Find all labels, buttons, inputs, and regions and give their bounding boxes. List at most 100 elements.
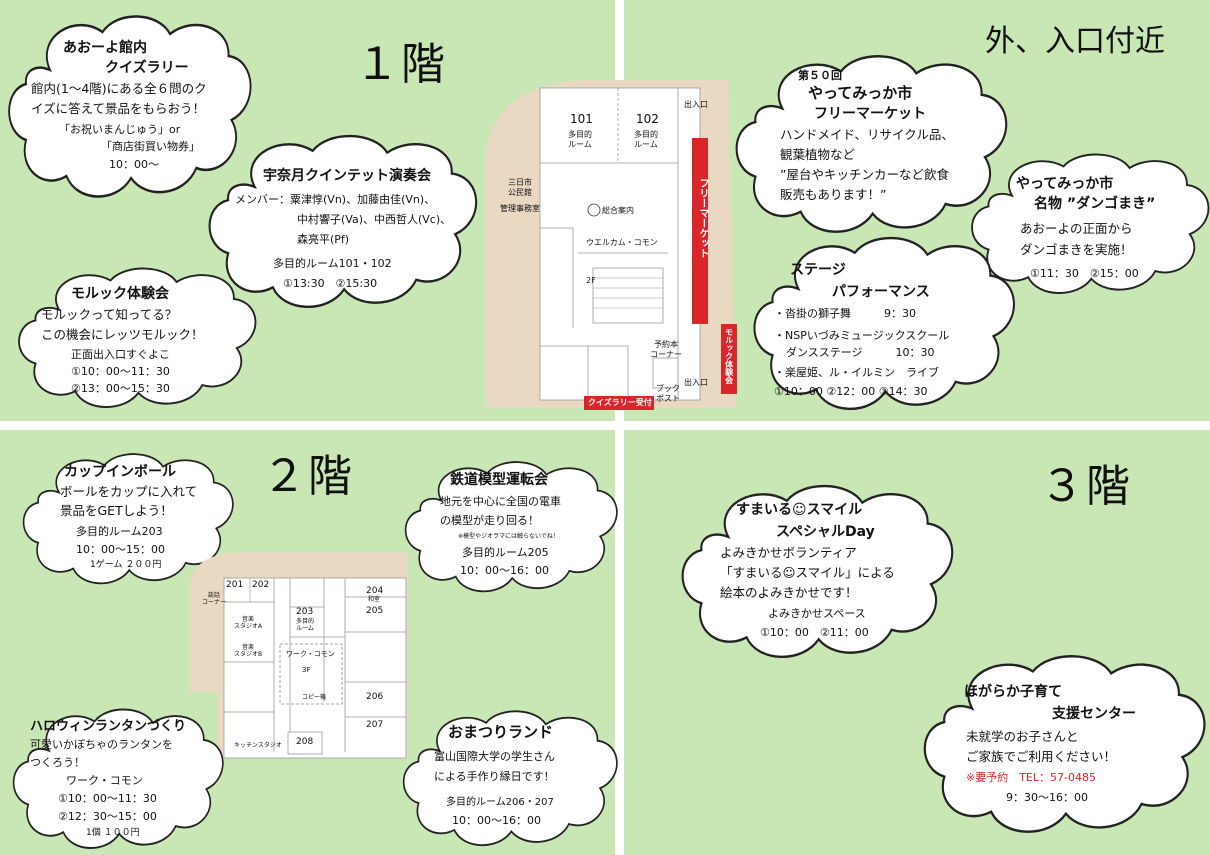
room-204: 204 — [366, 586, 384, 596]
quintet-place: 多目的ルーム101・102 — [273, 257, 392, 270]
outside-title: 外、入口付近 — [985, 24, 1165, 59]
train-place: 多目的ルーム205 — [462, 546, 549, 559]
stage-item3: ・楽屋姫、ル・イルミン ライブ — [774, 366, 939, 379]
lantern-line1: 可愛いかぼちゃのランタンを — [30, 738, 173, 751]
cupball-bubble: カップインボール ボールをカップに入れて 景品をGETしよう！ 多目的ルーム20… — [20, 448, 234, 588]
room-208: 208 — [296, 737, 314, 747]
floor2-map: 201 202 203 多目的 ルーム 204 和室 205 206 207 2… — [190, 552, 412, 760]
market-edition: 第５０回 — [798, 69, 842, 82]
market-title1: やってみっか市 — [808, 84, 913, 102]
quiz-line2: イズに答えて景品をもらおう！ — [31, 101, 206, 116]
dango-bubble: やってみっか市 名物 ”ダンゴまき” あおーよの正面から ダンゴまきを実施！ ①… — [968, 148, 1210, 298]
smile-line3: 絵本のよみきかせです！ — [720, 585, 858, 600]
room-201: 201 — [226, 580, 244, 590]
room-206: 206 — [366, 692, 384, 702]
molluck-line2: この機会にレッツモルック！ — [41, 327, 204, 342]
lantern-bubble: ハロウィンランタンづくり 可愛いかぼちゃのランタンを つくろう！ ワーク・コモン… — [10, 703, 224, 853]
molluck-line1: モルックって知ってる？ — [41, 307, 178, 322]
quiz-desk-label: クイズラリー受付 — [588, 398, 652, 407]
smile-line2: 「すまいる☺スマイル」による — [720, 565, 895, 580]
stage-title2: パフォーマンス — [832, 284, 930, 300]
molluck-time1: ①10：00〜11：30 — [71, 365, 170, 378]
music-studio-a: 音楽 スタジオA — [234, 616, 263, 631]
flea-market-label: フリーマーケット — [697, 178, 708, 258]
lantern-time2: ②12：30〜15：00 — [58, 810, 157, 823]
reserve-corner: 予約本 コーナー — [650, 340, 682, 359]
market-line3: ”屋台やキッチンカーなど飲食 — [780, 167, 949, 182]
welcome-common: ウエルカム・コモン — [586, 238, 658, 247]
train-note: ※模型やジオラマには触らないでね！ — [458, 533, 559, 540]
support-title1: ほがらか子育て — [964, 684, 1062, 700]
molluck-label: モルック体験会 — [724, 328, 734, 384]
lantern-place: ワーク・コモン — [66, 774, 143, 787]
room-202: 202 — [252, 580, 270, 590]
music-studio-b: 音楽 スタジオB — [234, 644, 263, 659]
quintet-bubble: 宇奈月クインテット演奏会 メンバー：粟津惇(Vn)、加藤由佳(Vn)、 中村響子… — [205, 128, 478, 313]
quintet-time: ①13:30 ②15:30 — [283, 277, 378, 290]
quiz-title1: あおーよ館内 — [63, 40, 147, 56]
room-101: 101 — [570, 112, 593, 126]
quiz-line3: 「お祝いまんじゅう」or — [59, 123, 181, 136]
lantern-title: ハロウィンランタンづくり — [30, 719, 187, 734]
entrance-top: 出入口 — [684, 100, 708, 109]
festival-time: 10：00〜16：00 — [452, 814, 541, 827]
festival-line1: 富山国際大学の学生さん — [434, 750, 555, 763]
admin-office: 管理事務室 — [500, 204, 540, 213]
quiz-rally-bubble: あおーよ館内 クイズラリー 館内(1〜4階)にある全６問のク イズに答えて景品を… — [5, 8, 252, 203]
kitchen-studio: キッチンスタジオ — [234, 742, 282, 749]
cupball-line1: ボールをカップに入れて — [60, 484, 198, 499]
quiz-time: 10：00〜 — [109, 158, 159, 171]
floor3-title: ３階 — [1040, 461, 1132, 512]
train-bubble: 鉄道模型運転会 地元を中心に全国の電車 の模型が走り回る！ ※模型やジオラマには… — [402, 456, 618, 596]
support-note: ※要予約 TEL：57-0485 — [966, 771, 1096, 784]
book-post: ブック ポスト — [656, 384, 680, 403]
cupball-price: 1ゲーム ２００円 — [90, 560, 162, 570]
copy-machine: コピー機 — [302, 694, 327, 701]
floor1-title: １階 — [355, 39, 447, 90]
train-line2: の模型が走り回る！ — [440, 514, 539, 527]
stage-item1: ・沓掛の獅子舞 9：30 — [774, 307, 916, 320]
dango-line2: ダンゴまきを実施！ — [1020, 242, 1133, 257]
dango-title1: やってみっか市 — [1016, 176, 1114, 192]
market-line1: ハンドメイド、リサイクル品、 — [780, 127, 954, 142]
quintet-members1: メンバー：粟津惇(Vn)、加藤由佳(Vn)、 — [235, 193, 436, 206]
smile-line1: よみきかせボランティア — [720, 545, 857, 560]
train-line1: 地元を中心に全国の電車 — [440, 495, 561, 508]
quintet-members3: 森亮平(Pf) — [297, 233, 350, 246]
room-207: 207 — [366, 720, 384, 730]
dango-line1: あおーよの正面から — [1020, 221, 1133, 236]
molluck-title: モルック体験会 — [71, 286, 169, 302]
cupball-time: 10：00〜15：00 — [76, 543, 165, 556]
molluck-time2: ②13：00〜15：30 — [71, 382, 170, 395]
stairs-3f: 3F — [302, 666, 311, 674]
support-title2: 支援センター — [1052, 706, 1136, 722]
room-101-sub: 多目的 ルーム — [568, 130, 592, 149]
quiz-line1: 館内(1〜4階)にある全６問のク — [31, 81, 207, 96]
smile-time: ①10：00 ②11：00 — [760, 626, 869, 639]
lantern-price: 1個 １００円 — [86, 828, 140, 838]
smile-bubble: すまいる☺スマイル スペシャルDay よみきかせボランティア 「すまいる☺スマイ… — [678, 478, 954, 663]
room-204-sub: 和室 — [368, 596, 381, 603]
room-205: 205 — [366, 606, 384, 616]
quiz-title2: クイズラリー — [105, 60, 189, 76]
floor2-title: ２階 — [262, 451, 354, 502]
festival-line2: による手作り縁日です！ — [434, 770, 555, 783]
room-203-sub: 多目的 ルーム — [296, 618, 315, 633]
market-line2: 観葉植物など — [780, 147, 856, 162]
community-hall: 三日市 公民館 — [508, 178, 532, 197]
cupball-line2: 景品をGETしよう！ — [60, 503, 173, 518]
lantern-line2: つくろう！ — [30, 756, 85, 769]
stage-item2b: ダンスステージ 10：30 — [786, 346, 935, 359]
stairs-2f: 2F — [586, 276, 596, 285]
stage-title1: ステージ — [790, 262, 846, 278]
quintet-members2: 中村響子(Va)、中西哲人(Vc)、 — [297, 213, 452, 226]
support-center-bubble: ほがらか子育て 支援センター 未就学のお子さんと ご家族でご利用ください！ ※要… — [920, 648, 1206, 838]
market-title2: フリーマーケット — [814, 106, 926, 122]
stage-item2a: ・NSPいづみミュージックスクール — [774, 329, 950, 342]
room-102: 102 — [636, 112, 659, 126]
entrance-bottom: 出入口 — [684, 378, 708, 387]
market-line4: 販売もあります！” — [780, 187, 887, 202]
support-line2: ご家族でご利用ください！ — [966, 749, 1117, 764]
smile-place: よみきかせスペース — [768, 607, 866, 620]
dango-title2: 名物 ”ダンゴまき” — [1034, 196, 1156, 212]
